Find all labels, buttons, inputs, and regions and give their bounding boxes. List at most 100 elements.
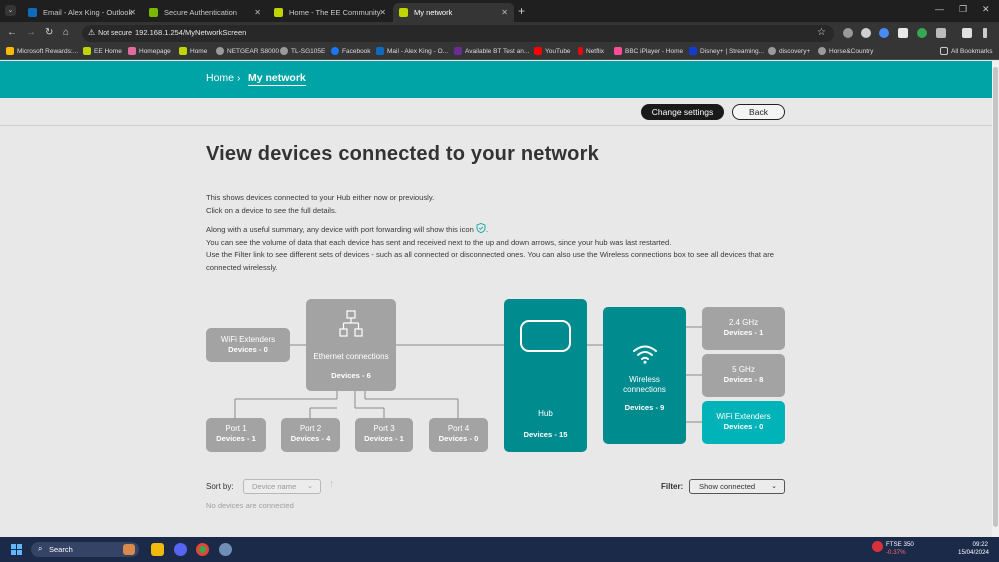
outlook-icon — [28, 8, 37, 17]
port-forwarding-shield-icon — [476, 223, 486, 233]
bookmark-item[interactable]: BBC iPlayer - Home — [614, 47, 683, 55]
tab-secure-authentication[interactable]: Secure Authentication ✕ — [143, 3, 267, 22]
bookmark-item[interactable]: YouTube — [534, 47, 571, 55]
bookmark-item[interactable]: TL-SG105E — [280, 47, 325, 55]
sort-direction-arrow-icon[interactable]: ↑ — [329, 478, 335, 490]
bookmark-item[interactable]: Microsoft Rewards:... — [6, 47, 78, 55]
tab-outlook[interactable]: Email - Alex King - Outlook ✕ — [22, 3, 142, 22]
wifi-extenders-ethernet-box[interactable]: WiFi Extenders Devices - 0 — [206, 328, 290, 362]
bookmark-item[interactable]: Home — [179, 47, 207, 55]
bookmark-item[interactable]: Disney+ | Streaming... — [689, 47, 764, 55]
close-tab-icon[interactable]: ✕ — [129, 8, 136, 17]
security-indicator[interactable]: ⚠Not secure — [88, 28, 132, 37]
all-bookmarks-button[interactable]: All Bookmarks — [940, 47, 993, 55]
maximize-icon[interactable]: ❐ — [959, 4, 968, 14]
security-label: Not secure — [98, 30, 133, 37]
box-count: Devices - 1 — [216, 434, 256, 443]
close-tab-icon[interactable]: ✕ — [501, 8, 508, 17]
minimize-icon[interactable]: — — [935, 4, 944, 14]
back-arrow-icon[interactable]: ← — [7, 27, 17, 38]
bookmark-item[interactable]: Homepage — [128, 47, 171, 55]
extension-icon[interactable] — [917, 28, 927, 38]
bookmark-label: NETGEAR S8000 — [227, 47, 280, 55]
hub-device-icon — [520, 320, 571, 352]
summary-line-text: Along with a useful summary, any device … — [206, 225, 474, 234]
window-close-icon[interactable]: ✕ — [982, 4, 990, 14]
bookmark-item[interactable]: Facebook — [331, 47, 371, 55]
close-tab-icon[interactable]: ✕ — [379, 8, 386, 17]
port-2-box[interactable]: Port 2 Devices - 4 — [281, 418, 340, 452]
settings-gear-icon[interactable] — [219, 543, 232, 556]
bookmark-label: EE Home — [94, 47, 122, 55]
bookmark-label: Mail - Alex King - O... — [387, 47, 449, 55]
bookmark-label: Facebook — [342, 47, 371, 55]
bookmark-item[interactable]: NETGEAR S8000 — [216, 47, 279, 55]
bookmark-item[interactable]: EE Home — [83, 47, 122, 55]
bookmark-item[interactable]: Horse&Country — [818, 47, 873, 55]
bookmark-item[interactable]: Available BT Test an... — [454, 47, 529, 55]
box-name: Port 2 — [299, 424, 322, 433]
stock-widget[interactable]: FTSE 350 -0.37% — [886, 541, 914, 557]
address-bar[interactable]: ⚠Not secure 192.168.1.254/MyNetworkScree… — [82, 25, 834, 42]
profile-icon[interactable] — [962, 28, 972, 38]
bookmark-label: Homepage — [139, 47, 171, 55]
forward-arrow-icon[interactable]: → — [26, 27, 36, 38]
stock-ticker-icon[interactable] — [872, 541, 883, 552]
extension-icon[interactable] — [879, 28, 889, 38]
bookmark-star-icon[interactable]: ☆ — [817, 27, 826, 38]
menu-dots-icon[interactable] — [983, 28, 987, 38]
reload-icon[interactable]: ↻ — [45, 27, 54, 38]
home-icon[interactable]: ⌂ — [63, 27, 70, 38]
chrome-icon[interactable] — [196, 543, 209, 556]
port-3-box[interactable]: Port 3 Devices - 1 — [355, 418, 413, 452]
disney-icon — [689, 47, 697, 55]
extension-icon[interactable] — [843, 28, 853, 38]
band-24ghz-box[interactable]: 2.4 GHz Devices - 1 — [702, 307, 785, 350]
tab-my-network[interactable]: My network ✕ — [393, 3, 514, 22]
bookmark-favicon-icon — [83, 47, 91, 55]
tab-search-button[interactable]: ⌄ — [5, 5, 16, 16]
change-settings-button[interactable]: Change settings — [641, 104, 724, 120]
ethernet-connections-box[interactable]: Ethernet connections Devices - 6 — [306, 299, 396, 391]
bookmark-item[interactable]: Mail - Alex King - O... — [376, 47, 448, 55]
page-scrollbar[interactable] — [992, 61, 999, 537]
new-tab-button[interactable]: + — [518, 4, 526, 18]
hub-box[interactable]: Hub Devices - 15 — [504, 299, 587, 452]
wireless-connections-box[interactable]: Wireless connections Devices - 9 — [603, 307, 686, 444]
back-button[interactable]: Back — [732, 104, 785, 120]
folder-icon — [940, 47, 948, 55]
port-4-box[interactable]: Port 4 Devices - 0 — [429, 418, 488, 452]
scrollbar-thumb[interactable] — [993, 67, 998, 527]
network-tree-icon — [339, 310, 363, 337]
windows-start-icon[interactable] — [11, 544, 22, 555]
port-1-box[interactable]: Port 1 Devices - 1 — [206, 418, 266, 452]
band-5ghz-box[interactable]: 5 GHz Devices - 8 — [702, 354, 785, 397]
box-count: Devices - 15 — [523, 430, 568, 439]
box-count: Devices - 0 — [723, 422, 764, 431]
all-bookmarks-label: All Bookmarks — [951, 47, 993, 55]
extension-icon[interactable] — [861, 28, 871, 38]
system-clock[interactable]: 09:22 15/04/2024 — [958, 541, 989, 557]
extensions-puzzle-icon[interactable] — [936, 28, 946, 38]
bookmark-label: TL-SG105E — [291, 47, 326, 55]
sort-by-select[interactable]: Device name ⌄ — [243, 479, 321, 494]
search-highlight-icon — [123, 544, 135, 555]
tab-title: Secure Authentication — [164, 8, 237, 17]
bookmark-label: Home — [190, 47, 208, 55]
discord-icon[interactable] — [174, 543, 187, 556]
url-text[interactable]: 192.168.1.254/MyNetworkScreen — [135, 28, 247, 37]
filter-select[interactable]: Show connected ⌄ — [689, 479, 785, 494]
breadcrumb-home[interactable]: Home — [206, 72, 235, 84]
file-explorer-icon[interactable] — [151, 543, 164, 556]
tab-ee-community[interactable]: Home - The EE Community ✕ — [268, 3, 392, 22]
extension-icon[interactable] — [898, 28, 908, 38]
bookmark-item[interactable]: Netflix — [578, 47, 604, 55]
close-tab-icon[interactable]: ✕ — [254, 8, 261, 17]
taskbar-search-box[interactable]: ⌕ Search — [31, 542, 139, 557]
empty-devices-message: No devices are connected — [206, 501, 294, 510]
stock-name: FTSE 350 — [886, 541, 914, 548]
ee-header-bar: Home › My network — [0, 61, 992, 98]
wifi-extenders-wireless-box[interactable]: WiFi Extenders Devices - 0 — [702, 401, 785, 444]
bookmark-label: Disney+ | Streaming... — [700, 47, 765, 55]
bookmark-item[interactable]: discovery+ — [768, 47, 810, 55]
